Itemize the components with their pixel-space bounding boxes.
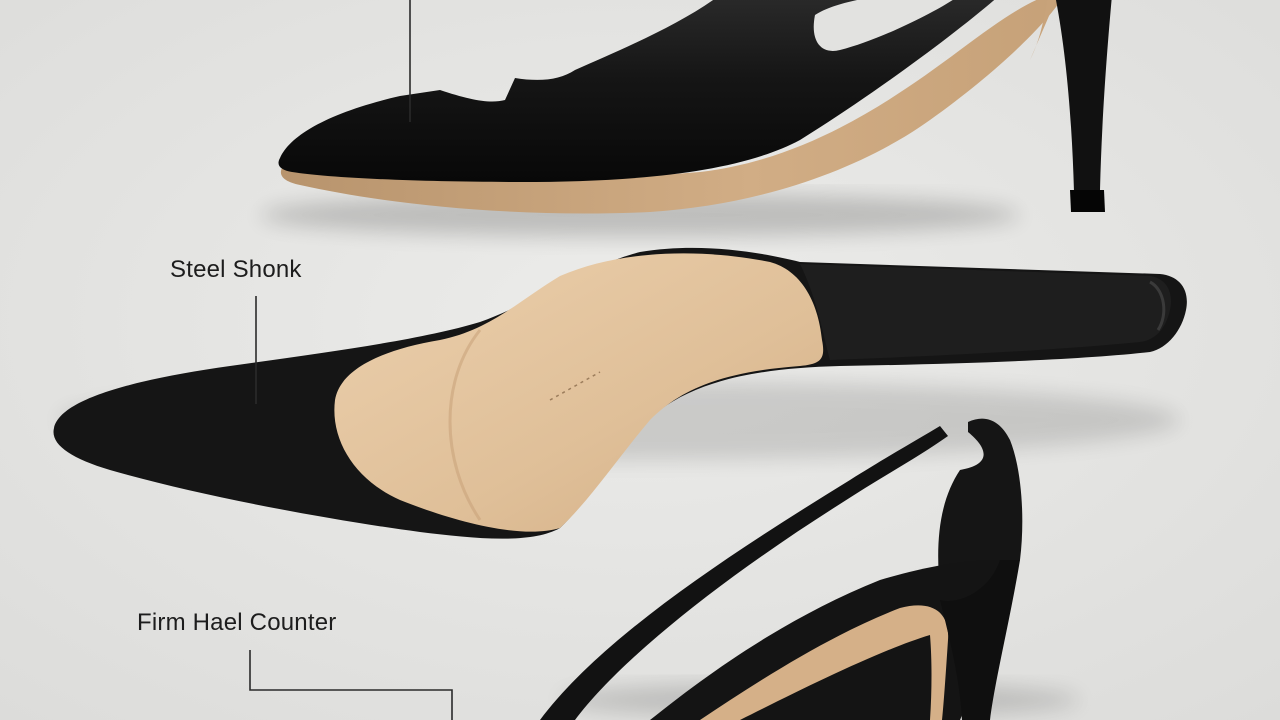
middle-shoe-heel-pad [800, 264, 1172, 360]
bottom-shoe-strap [540, 426, 948, 720]
middle-shoe-insole [334, 253, 824, 532]
callouts [249, 0, 453, 720]
heel-counter-callout-line [249, 650, 453, 720]
bottom-shoe [540, 418, 1080, 720]
middle-shoe-stitch-mark [549, 371, 601, 401]
middle-shoe [53, 247, 1187, 539]
bottom-shoe-sole [700, 605, 949, 720]
top-shoe-sole [281, 0, 1061, 214]
middle-shoe-heel-edge [1149, 280, 1166, 331]
bottom-shoe-heel [940, 560, 1020, 720]
steel-shank-label: Steel Shonk [170, 256, 302, 283]
middle-shoe-insole-contour [448, 329, 482, 521]
top-shoe-heel [1055, 0, 1112, 192]
top-shoe [260, 0, 1112, 237]
top-shoe-heel-tip [1070, 190, 1105, 212]
heel-counter-label: Fіrm Hael Counter [137, 609, 337, 636]
top-shoe-slingback-gap [813, 0, 953, 51]
top-shoe-upper [278, 0, 995, 182]
bottom-shoe-upper [650, 560, 1003, 720]
bottom-shoe-heel-counter [938, 418, 1023, 596]
